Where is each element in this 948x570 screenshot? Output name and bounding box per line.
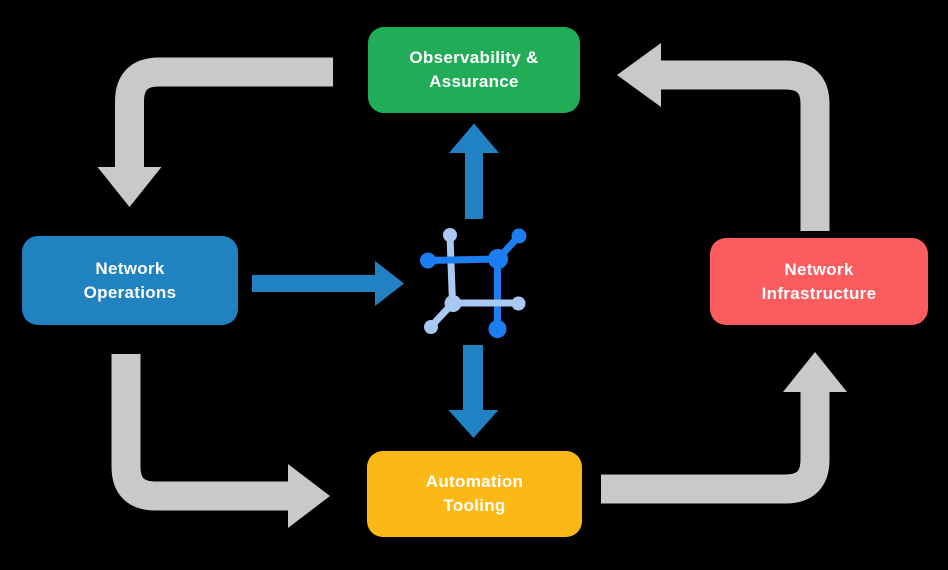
node-label-line1: Observability & — [409, 48, 539, 67]
arrow-netops-to-tooling — [111, 354, 330, 528]
node-automation-tooling: Automation Tooling — [367, 451, 582, 537]
arrow-center-to-tooling — [448, 345, 499, 438]
node-network-infrastructure: Network Infrastructure — [710, 238, 928, 325]
node-label-line1: Network — [95, 258, 165, 278]
node-label-line1: Network — [784, 259, 854, 279]
network-mesh-icon — [420, 228, 527, 338]
node-observability-assurance: Observability & Assurance — [368, 27, 580, 113]
node-label-line2: Tooling — [443, 496, 506, 515]
arrowhead-up — [783, 352, 847, 392]
arrowhead-left — [617, 43, 661, 107]
node-label-line2: Operations — [83, 282, 177, 302]
arrow-tooling-to-infra — [601, 352, 847, 504]
node-label-line2: Assurance — [429, 72, 519, 91]
node-label-line2: Infrastructure — [761, 283, 877, 303]
arrow-infra-to-observability — [617, 43, 830, 231]
arrow-center-to-observability — [449, 123, 499, 219]
arrowhead-down — [97, 167, 162, 207]
node-label-line1: Automation — [425, 472, 524, 491]
arrow-netops-to-center — [252, 261, 404, 306]
node-network-operations: Network Operations — [22, 236, 238, 325]
arrowhead-right — [288, 464, 330, 528]
arrow-observability-to-netops — [97, 57, 333, 207]
